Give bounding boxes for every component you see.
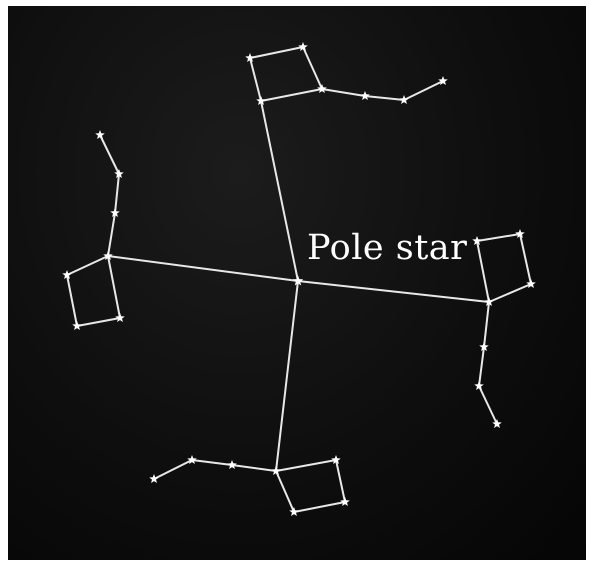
bottom-dipper-star	[227, 460, 237, 469]
pole-star-label: Pole star	[307, 231, 467, 266]
top-dipper-star	[399, 95, 409, 104]
bottom-dipper-star	[271, 466, 281, 475]
bottom-pointer-line	[276, 281, 298, 471]
left-dipper-star	[95, 130, 105, 139]
top-dipper-bowl-line	[250, 47, 322, 101]
top-pointer-line	[261, 101, 298, 281]
top-dipper-star	[360, 91, 370, 100]
bottom-dipper-bowl-line	[276, 460, 345, 512]
top-dipper-handle-line	[322, 81, 443, 100]
left-dipper-star	[115, 313, 125, 322]
stars	[62, 42, 536, 516]
bottom-dipper-star	[149, 474, 159, 483]
right-pointer-line	[298, 281, 489, 302]
right-dipper-star	[492, 419, 502, 428]
right-dipper-star	[474, 381, 484, 390]
bottom-dipper-handle-line	[154, 460, 276, 479]
right-dipper-bowl-line	[477, 234, 531, 302]
top-dipper-star	[298, 42, 308, 51]
top-dipper-star	[317, 84, 327, 93]
right-dipper-handle-line	[479, 302, 497, 424]
left-dipper-bowl-line	[67, 256, 120, 326]
left-pointer-line	[108, 256, 298, 281]
right-dipper-star	[526, 279, 536, 288]
left-dipper-star	[72, 321, 82, 330]
left-dipper-handle-line	[100, 135, 119, 256]
bottom-dipper-star	[289, 507, 299, 516]
bottom-dipper-star	[340, 497, 350, 506]
